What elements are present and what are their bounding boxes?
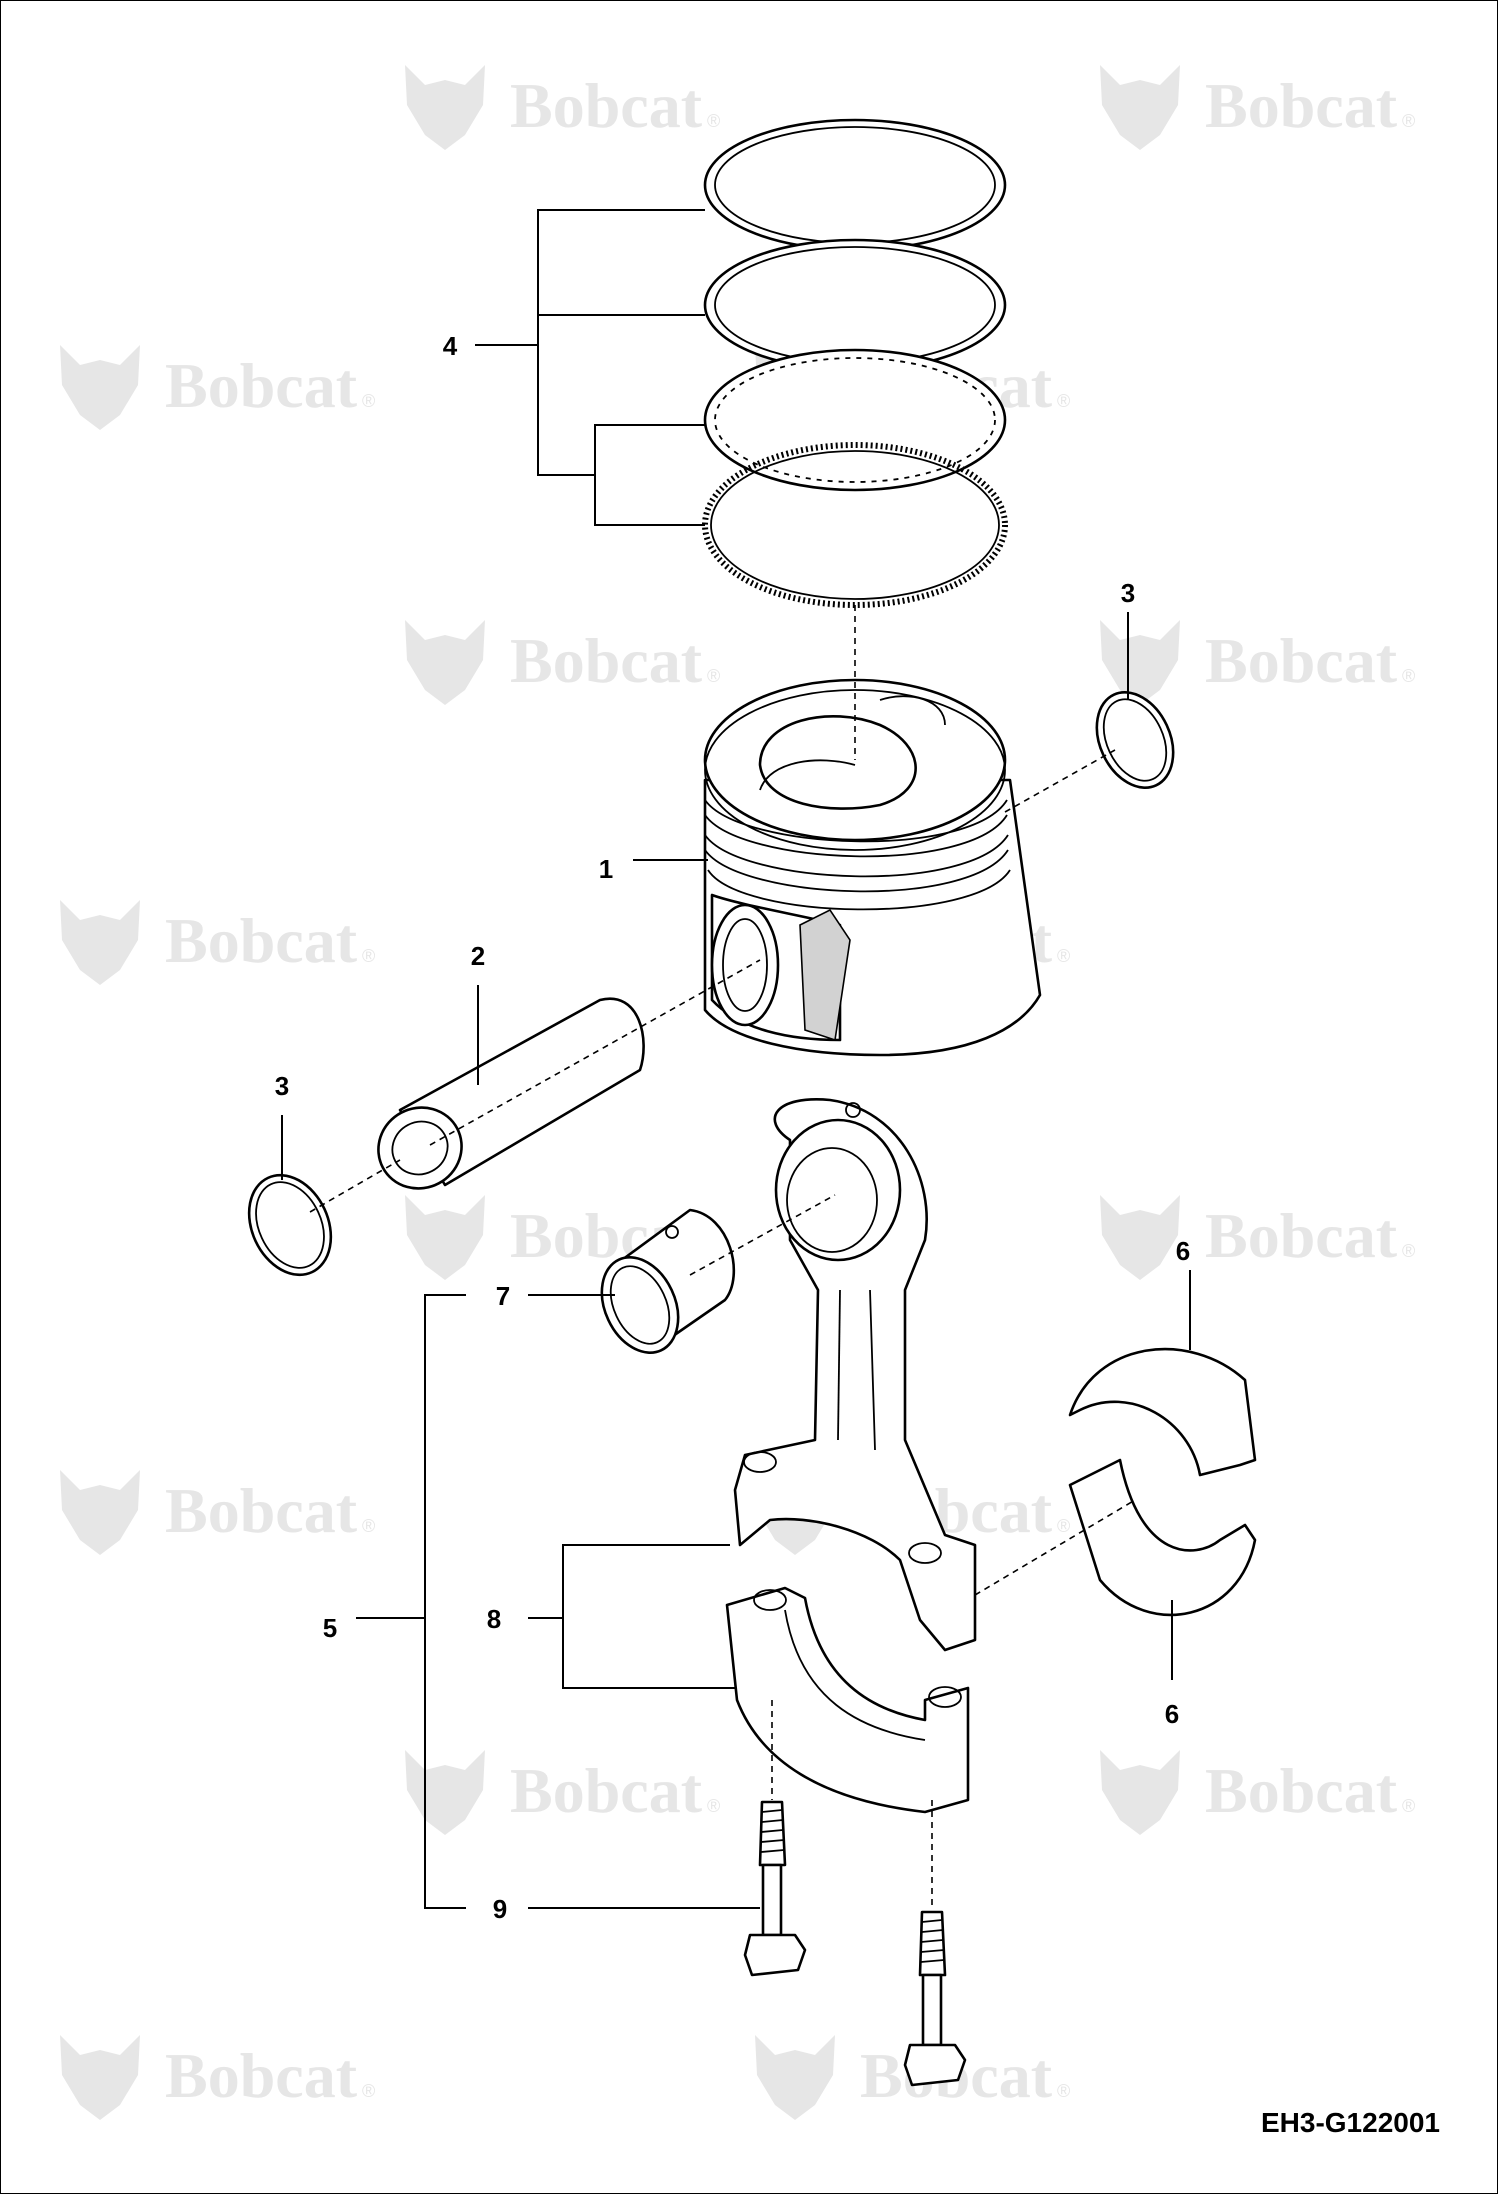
watermark-brand: Bobcat [1205,70,1398,141]
watermark-brand: Bobcat [510,70,703,141]
bobcat-watermark: Bobcat® [1100,620,1415,705]
assembly-centerlines [309,605,1136,1910]
connecting-rod-bolt-left [743,1800,807,1977]
bobcat-watermark: Bobcat® [1100,1195,1415,1280]
callout-4: 4 [443,331,458,361]
bobcat-logo-icon [1100,65,1180,150]
bobcat-logo-icon [60,900,140,985]
bobcat-logo-icon [60,345,140,430]
callout-6-upper: 6 [1176,1236,1190,1266]
watermark-registered: ® [1402,111,1415,131]
watermark-registered: ® [707,111,720,131]
watermark-registered: ® [1057,2081,1070,2101]
bobcat-logo-icon [405,620,485,705]
piston [703,678,1042,1057]
watermark-brand: Bobcat [1205,1755,1398,1826]
callout-6-lower: 6 [1165,1699,1179,1729]
bobcat-logo-icon [755,2035,835,2120]
snap-ring-right [1095,691,1175,789]
watermark-brand: Bobcat [165,905,358,976]
connecting-rod [733,1098,977,1652]
watermark-brand: Bobcat [165,1475,358,1546]
watermark-registered: ® [707,666,720,686]
drawing-code: EH3-G122001 [1261,2107,1440,2138]
callout-3-left: 3 [275,1071,289,1101]
bobcat-logo-icon [60,2035,140,2120]
watermark-registered: ® [707,1796,720,1816]
bobcat-logo-icon [1100,1195,1180,1280]
watermark-registered: ® [362,391,375,411]
compression-ring-top [703,118,1007,252]
watermark-registered: ® [1402,1796,1415,1816]
snap-ring-left [247,1173,333,1277]
watermark-registered: ® [1057,946,1070,966]
bobcat-logo-icon [1100,620,1180,705]
bobcat-logo-icon [1100,1750,1180,1835]
callout-5: 5 [323,1613,337,1643]
bobcat-watermark: Bobcat® [405,620,720,705]
callout-9: 9 [493,1894,507,1924]
watermark-brand: Bobcat [510,1755,703,1826]
bearing-shell-upper [1068,1347,1257,1477]
watermark-brand: Bobcat [165,350,358,421]
watermark-registered: ® [1057,1516,1070,1536]
oil-ring [703,348,1007,492]
callout-7: 7 [496,1281,510,1311]
callout-2: 2 [471,941,485,971]
bobcat-logo-icon [405,65,485,150]
bobcat-watermark: Bobcat® [1100,65,1415,150]
piston-pin [377,997,645,1190]
watermark-brand: Bobcat [1205,625,1398,696]
watermark-registered: ® [362,946,375,966]
bearing-shell-lower [1068,1458,1257,1617]
callout-1: 1 [599,854,613,884]
oil-ring-expander [702,442,1008,608]
bobcat-watermark: Bobcat® [60,2035,375,2120]
bobcat-logo-icon [405,1195,485,1280]
callout-3-right: 3 [1121,578,1135,608]
bobcat-watermark: Bobcat® [60,345,375,430]
watermark-registered: ® [1402,666,1415,686]
watermark-registered: ® [1057,391,1070,411]
watermark-brand: Bobcat [1205,1200,1398,1271]
bobcat-watermark: Bobcat® [1100,1750,1415,1835]
watermark-registered: ® [1402,1241,1415,1261]
watermark-brand: Bobcat [165,2040,358,2111]
watermark-registered: ® [362,1516,375,1536]
bobcat-watermark: Bobcat® [60,900,375,985]
bobcat-watermark: Bobcat® [60,1470,375,1555]
watermark-registered: ® [362,2081,375,2101]
watermark-brand: Bobcat [510,625,703,696]
piston-ring-set [702,118,1008,608]
bobcat-watermark: Bobcat® [405,65,720,150]
connecting-rod-bolt-right [903,1910,967,2087]
leader-lines [281,209,1191,1909]
small-end-bushing [600,1208,736,1354]
connecting-rod-cap [725,1586,970,1814]
callout-8: 8 [487,1604,501,1634]
bobcat-logo-icon [60,1470,140,1555]
